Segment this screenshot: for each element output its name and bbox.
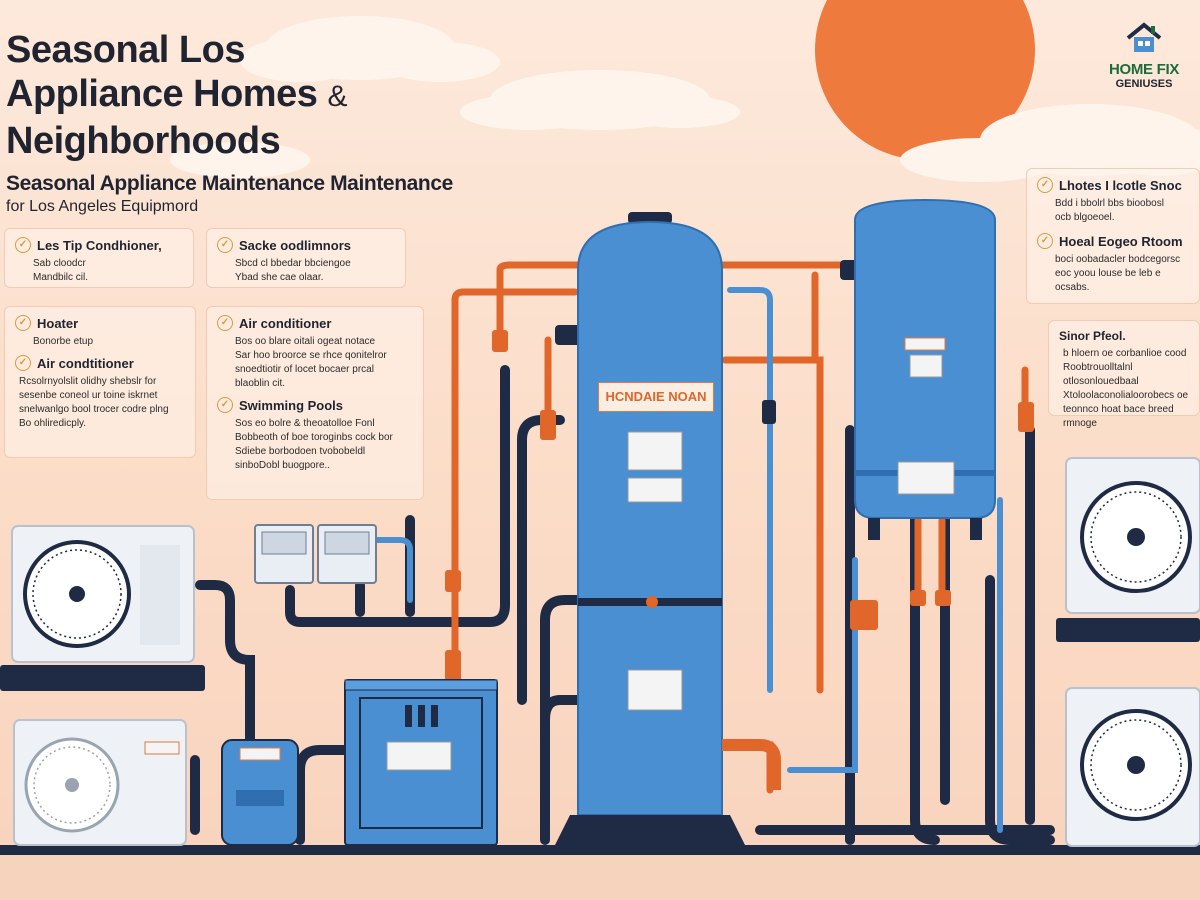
card-body-line: boci oobadacler bodcegorsc <box>1055 254 1181 265</box>
card-heading: Les Tip Condhioner, <box>37 237 162 253</box>
blue-pipes <box>367 287 1003 833</box>
card-body-line: Sbcd cl bbedar bbciengoe <box>235 258 351 269</box>
logo-line-2: GENIUSES <box>1115 78 1173 90</box>
check-icon: ✓ <box>15 237 31 253</box>
check-icon: ✓ <box>1037 177 1053 193</box>
check-icon: ✓ <box>217 315 233 331</box>
ac-unit-top-left <box>11 525 195 663</box>
card-body-line: snoedtiotir of locet bocaer prcal <box>235 364 374 375</box>
check-icon: ✓ <box>217 397 233 413</box>
card-heading: Air conditioner <box>239 315 332 331</box>
brand-logo: HOME FIX GENIUSES <box>1096 22 1192 90</box>
title-line-2: Appliance Homes <box>6 73 318 115</box>
card-body-line: Bonorbe etup <box>33 336 94 347</box>
card-body-line: Rcsolrnyolslit olidhy shebslr for <box>19 376 157 387</box>
title-line-3: Neighborhoods <box>6 120 281 162</box>
card-body-line: blaoblin cit. <box>235 378 286 389</box>
small-heater <box>221 739 299 846</box>
control-panels <box>254 524 377 584</box>
title-ampersand: & <box>327 80 347 113</box>
check-icon: ✓ <box>15 355 31 371</box>
card-body-line: Bos oo blare oitali ogeat notace <box>235 336 376 347</box>
card-body-line: Bo ohliredicply. <box>19 418 87 429</box>
pool-pump-unit <box>344 679 498 846</box>
card-heading: Sinor Pfeol. <box>1059 329 1126 343</box>
card-body-line: Sdiebe borbodoen tvobobeldl <box>235 446 366 457</box>
card-body-line: snelwanlgo bool trocer codre plng <box>19 404 169 415</box>
card-heading: Hoater <box>37 315 79 331</box>
card-body-line: Bobbeoth of boe toroginbs cock bor <box>235 432 393 443</box>
card-heading: Hoeal Eogeo Rtoom <box>1059 233 1183 249</box>
secondary-water-tank <box>854 198 996 540</box>
ac-unit-top-right <box>1065 457 1200 614</box>
info-card-ac-tips: ✓ Les Tip Condhioner, Sab cloodcr Mandbil… <box>4 228 194 288</box>
card-body-line: sesenbe coneol ur toine iskrnet <box>19 390 158 401</box>
card-body-line: Ybad she cae olaar. <box>235 272 324 283</box>
card-body-line: Roobtrouolltalnl otlosonlouedbaal <box>1063 362 1139 387</box>
info-card-right-pools: Sinor Pfeol. b hloern oe corbanlioe cood… <box>1048 320 1200 429</box>
clouds <box>170 16 1200 182</box>
info-card-ac-pools: ✓ Air conditioner Bos oo blare oitali oge… <box>206 306 424 500</box>
card-body-line: ocb blgoeoel. <box>1055 212 1115 223</box>
ac-unit-bottom-left <box>13 719 187 846</box>
check-icon: ✓ <box>1037 233 1053 249</box>
card-body-line: b hloern oe corbanlioe cood <box>1063 348 1187 359</box>
tank-label: HCNDAIE NOAN <box>598 382 714 412</box>
card-body-line: sinboDobl buogpore.. <box>235 460 331 471</box>
title-line-1: Seasonal Los <box>6 29 245 71</box>
card-heading: Swimming Pools <box>239 397 344 413</box>
card-heading: Sacke oodlimnors <box>239 237 351 253</box>
card-heading: Lhotes I lcotle Snoc <box>1059 177 1182 193</box>
main-water-tank <box>555 212 781 845</box>
sun <box>815 0 1035 160</box>
card-heading: Air condtitioner <box>37 355 134 371</box>
card-body-line: Sab cloodcr <box>33 258 86 269</box>
card-body-line: teonnco hoat bace breed rmnoge <box>1063 404 1174 429</box>
card-body-line: Sos eo bolre & theoatolloe Fonl <box>235 418 375 429</box>
house-icon <box>1126 22 1162 52</box>
page-title: Seasonal Los Appliance Homes & Neighborh… <box>6 28 426 163</box>
subtitle: Seasonal Appliance Maintenance Maintenan… <box>6 172 453 195</box>
card-body-line: Bdd i bbolrl bbs bioobosl <box>1055 198 1164 209</box>
card-body-line: eoc yoou louse be leb e ocsabs. <box>1055 268 1161 293</box>
info-card-conditioners: ✓ Sacke oodlimnors Sbcd cl bbedar bbcieng… <box>206 228 406 288</box>
card-body-line: Xtoloolaconolialoorobecs oe <box>1063 390 1189 401</box>
info-card-right-top: ✓ Lhotes I lcotle Snoc Bdd i bbolrl bbs b… <box>1026 168 1200 304</box>
subtitle-line-2: for Los Angeles Equipmord <box>6 198 199 215</box>
check-icon: ✓ <box>217 237 233 253</box>
ac-unit-bottom-right <box>1065 687 1200 847</box>
info-card-heater-ac: ✓ Hoater Bonorbe etup ✓ Air condtitioner R… <box>4 306 196 458</box>
card-body-line: Mandbilc cil. <box>33 272 89 283</box>
logo-line-1: HOME FIX <box>1108 61 1180 78</box>
check-icon: ✓ <box>15 315 31 331</box>
card-body-line: Sar hoo broorce se rhce qonitelror <box>235 350 387 361</box>
